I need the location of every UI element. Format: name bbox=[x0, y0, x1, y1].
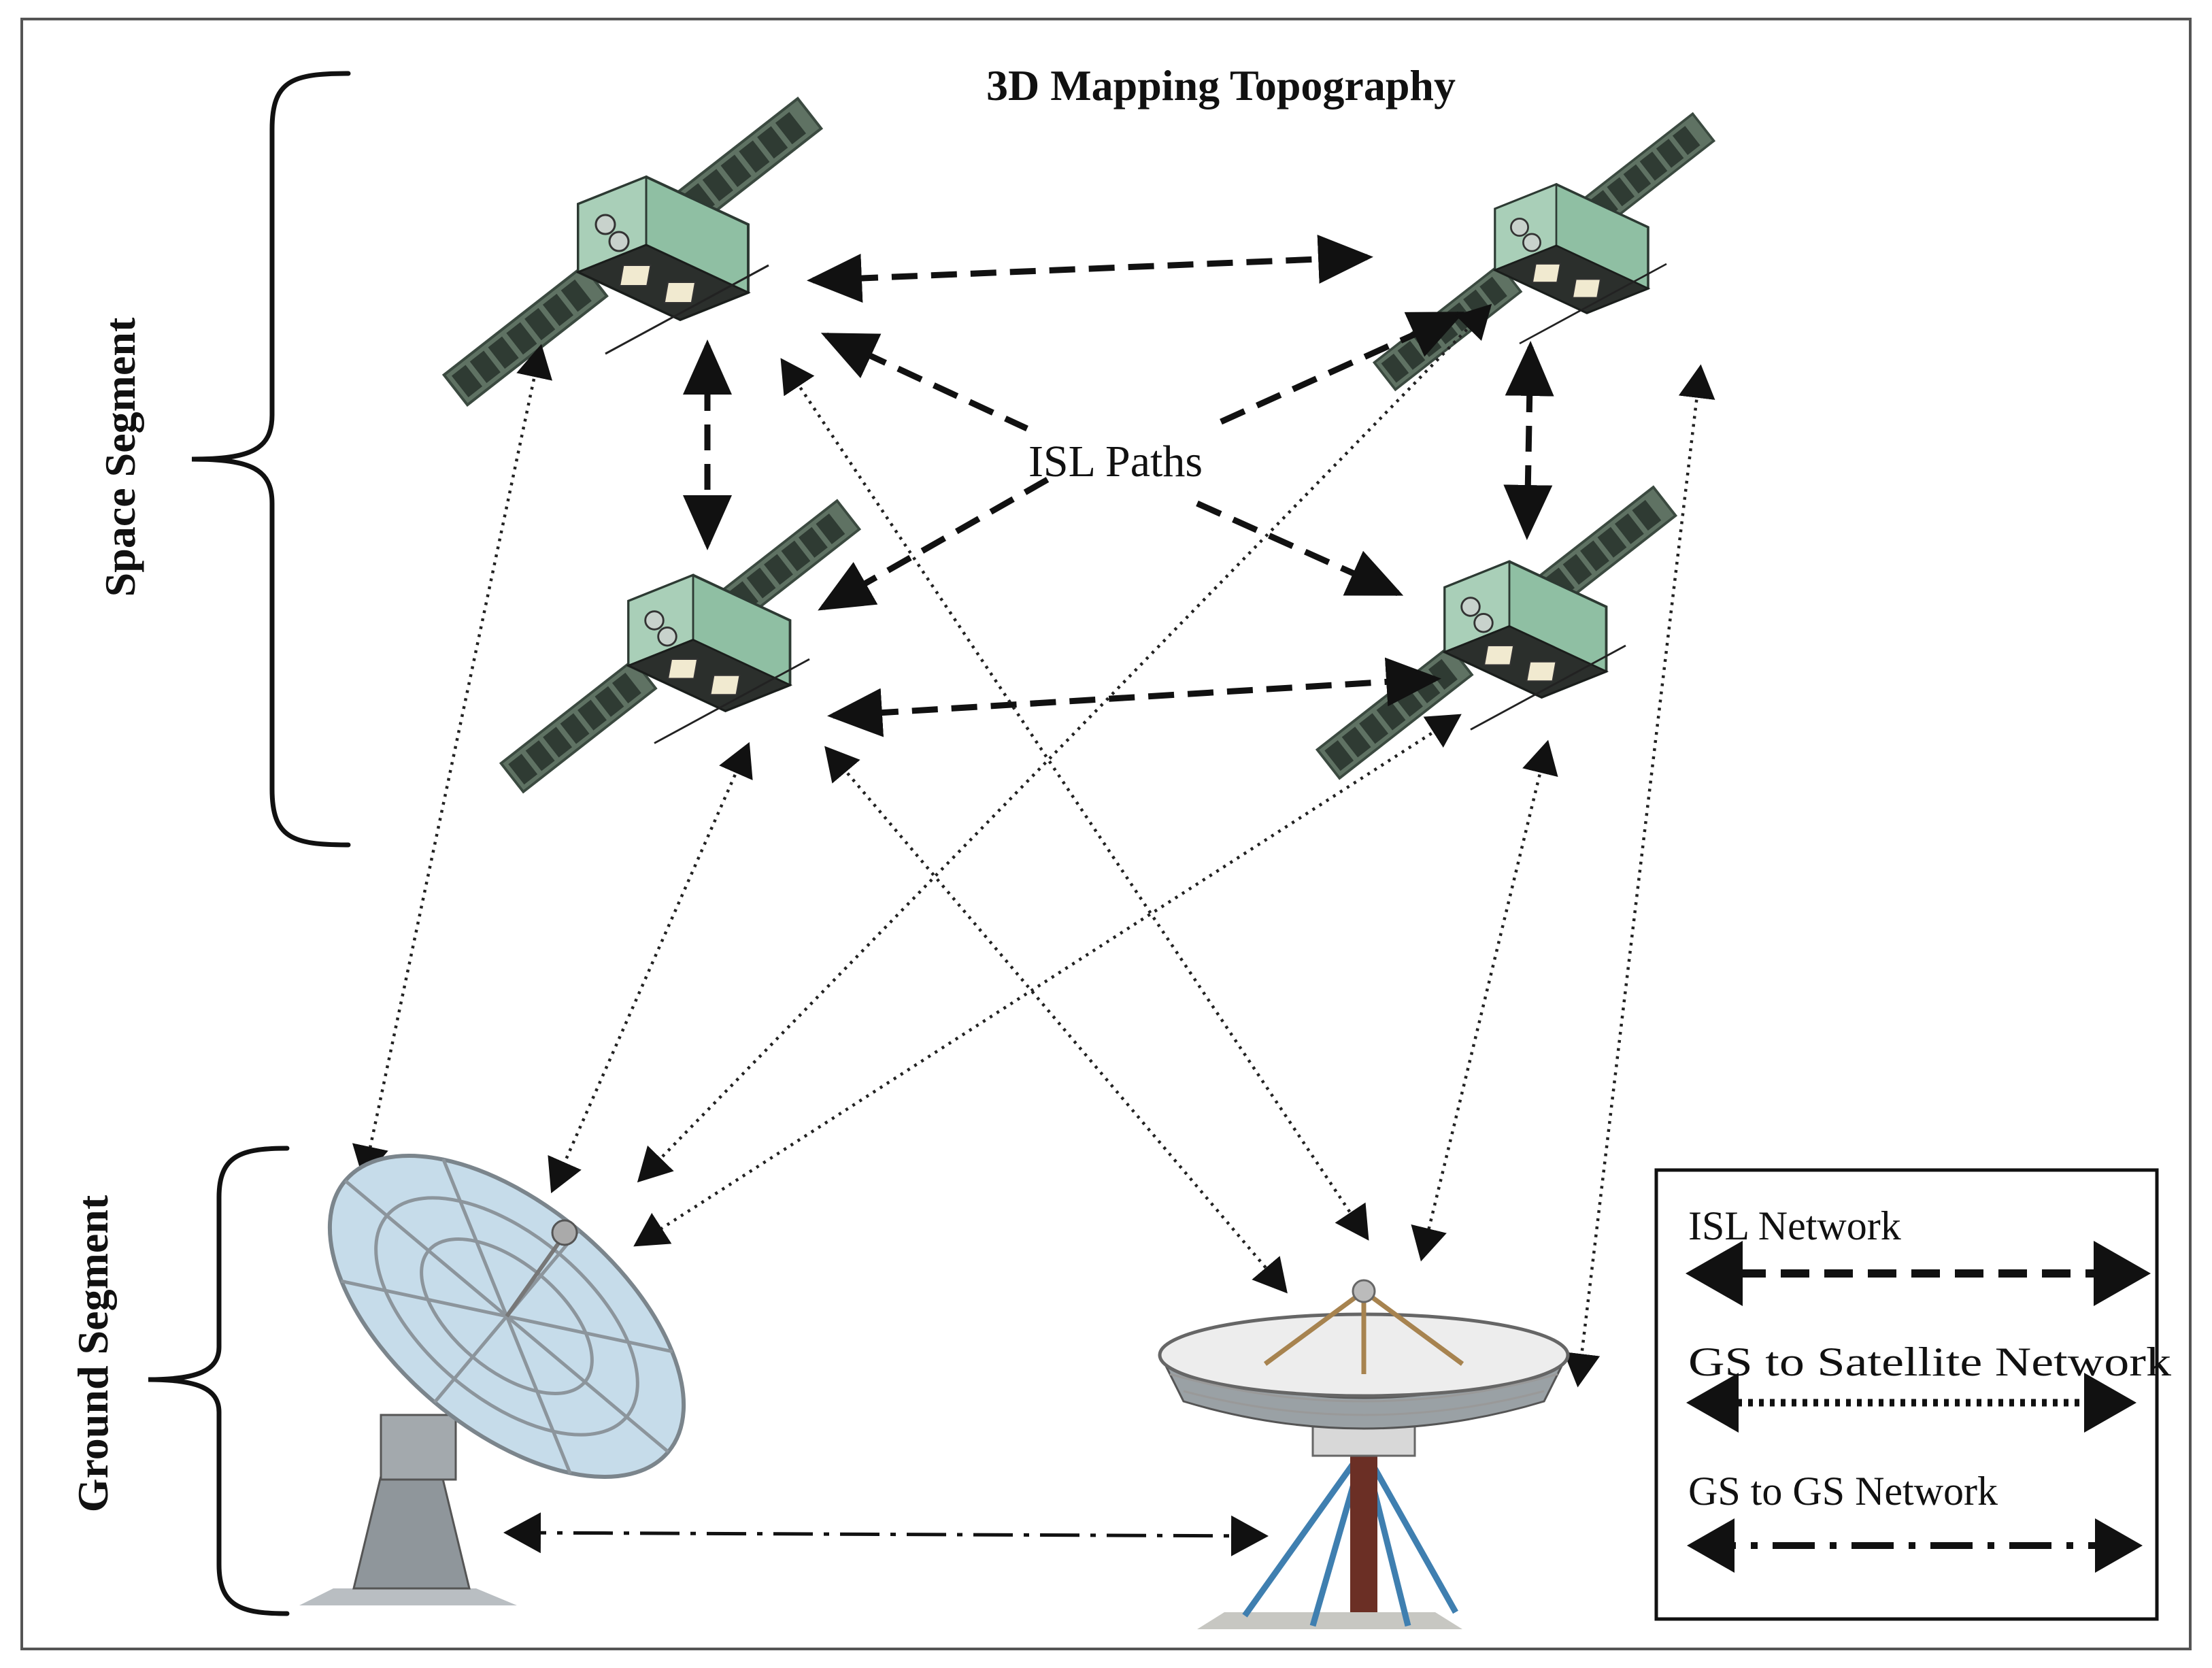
legend-label-gs-gs: GS to GS Network bbox=[1688, 1469, 1998, 1514]
space-segment-label: Space Segment bbox=[96, 317, 144, 597]
gs-gs-link bbox=[503, 1512, 1269, 1556]
satellite-icon bbox=[442, 97, 823, 407]
gs-satellite-links bbox=[352, 303, 1715, 1388]
legend-label-gs-satellite: GS to Satellite Network bbox=[1688, 1339, 2171, 1384]
satellite-icon bbox=[1373, 112, 1715, 391]
legend-label-isl: ISL Network bbox=[1688, 1203, 1901, 1248]
space-segment-brace bbox=[191, 71, 351, 848]
dish-antenna-icon bbox=[1158, 1279, 1570, 1629]
ground-segment-brace bbox=[148, 1146, 290, 1616]
ground-segment-label: Ground Segment bbox=[69, 1195, 117, 1512]
isl-links bbox=[683, 235, 1554, 737]
legend: ISL Network GS to Satellite Network GS t… bbox=[1654, 1168, 2171, 1621]
satellite-icon bbox=[499, 499, 861, 793]
figure-border bbox=[20, 18, 2192, 1650]
satellite-icon bbox=[1316, 486, 1677, 780]
diagram-title: 3D Mapping Topography bbox=[986, 61, 1456, 110]
radio-telescope-icon bbox=[299, 1154, 686, 1605]
isl-paths-label: ISL Paths bbox=[1028, 437, 1203, 486]
